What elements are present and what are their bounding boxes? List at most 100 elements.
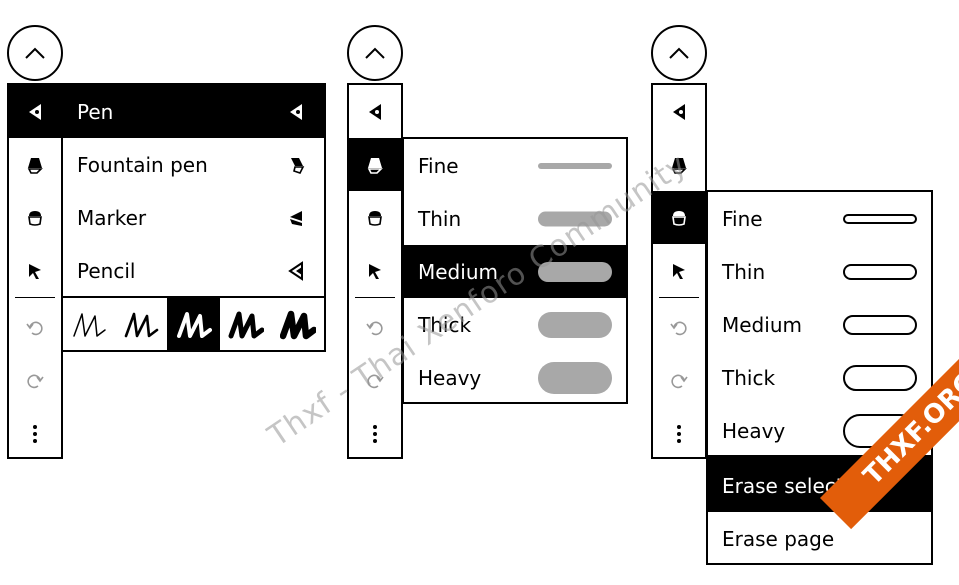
stroke-sample-2[interactable] [115,298,167,350]
redo-icon [27,374,44,388]
pen-type-marker[interactable]: Marker [63,191,324,244]
toolbar-redo-button[interactable] [653,354,705,407]
thickness-heavy[interactable]: Heavy [404,351,626,404]
pen-type-pencil[interactable]: Pencil [63,244,324,297]
thickness-label: Heavy [418,365,482,390]
toolbar-eraser-button[interactable] [9,191,61,244]
undo-icon [670,321,687,335]
highlighter-icon [27,157,43,174]
thickness-thin[interactable]: Thin [404,192,626,245]
thickness-preview [538,361,612,394]
toolbar-pen-button[interactable] [349,85,401,138]
pen-type-label: Fountain pen [77,152,208,177]
thickness-label: Medium [418,259,498,284]
pen-type-label: Marker [77,205,147,230]
marker-icon [290,210,302,226]
toolbar [7,83,63,459]
pen-type-pen[interactable]: Pen [63,85,324,138]
toolbar-undo-button[interactable] [9,301,61,354]
toolbar-lasso-button[interactable] [9,244,61,297]
thickness-thick[interactable]: Thick [404,298,626,351]
toolbar-highlighter-button[interactable] [349,138,401,191]
toolbar-more-button[interactable] [349,407,401,460]
toolbar-divider [15,297,55,298]
toolbar-redo-button[interactable] [349,354,401,407]
toolbar [651,83,707,459]
thickness-medium[interactable]: Medium [404,245,626,298]
eraser-thickness-panel: Fine Thin Medium Thick Heavy [706,190,933,457]
thickness-label: Thin [418,206,462,231]
pen-type-panel: Pen Fountain pen Marker Pencil [61,83,326,352]
undo-icon [26,321,43,335]
lasso-icon [673,263,685,279]
thickness-label: Fine [418,153,459,178]
toolbar-lasso-button[interactable] [349,244,401,297]
fountain-pen-icon [291,157,305,174]
toolbar-undo-button[interactable] [653,301,705,354]
pencil-icon [288,260,303,281]
toolbar-pen-button[interactable] [653,85,705,138]
eraser-thickness-thin[interactable]: Thin [708,245,931,298]
lasso-icon [29,263,41,279]
toolbar-eraser-button[interactable] [349,191,401,244]
highlighter-icon [367,157,383,174]
thickness-preview [843,213,917,224]
toolbar-pen-button[interactable] [9,85,61,138]
stroke-sample-1[interactable] [63,298,115,350]
pen-type-label: Pen [77,99,114,124]
more-icon [677,424,681,443]
stroke-style-row [63,296,324,350]
stroke-sample-4[interactable] [220,298,272,350]
pen-type-fountain-pen[interactable]: Fountain pen [63,138,324,191]
chevron-up-icon [25,47,45,59]
thickness-preview [843,314,917,335]
toolbar-undo-button[interactable] [349,301,401,354]
eraser-icon [672,210,686,226]
erase-page-item[interactable]: Erase page [708,512,931,565]
undo-icon [366,321,383,335]
toolbar [347,83,403,459]
toolbar-divider [355,297,395,298]
thickness-label: Heavy [722,418,786,443]
toolbar-lasso-button[interactable] [653,244,705,297]
erase-action-label: Erase page [722,526,835,551]
pen-icon [673,103,685,120]
toolbar-highlighter-button[interactable] [653,138,705,191]
thickness-preview [843,263,917,280]
eraser-thickness-medium[interactable]: Medium [708,298,931,351]
collapse-button[interactable] [7,25,63,81]
collapse-button[interactable] [651,25,707,81]
pen-icon [290,103,302,120]
thickness-preview [538,311,612,338]
more-icon [33,424,37,443]
thickness-preview [843,364,917,391]
toolbar-more-button[interactable] [9,407,61,460]
redo-icon [367,374,384,388]
redo-icon [671,374,688,388]
pen-icon [369,103,381,120]
stroke-sample-5[interactable] [272,298,324,350]
thickness-label: Fine [722,206,763,231]
toolbar-divider [659,297,699,298]
eraser-icon [368,210,382,226]
thickness-fine[interactable]: Fine [404,139,626,192]
toolbar-redo-button[interactable] [9,354,61,407]
pen-icon [29,103,41,120]
highlighter-icon [671,157,687,174]
eraser-thickness-fine[interactable]: Fine [708,192,931,245]
thickness-panel: Fine Thin Medium Thick Heavy [402,137,628,404]
stroke-sample-3[interactable] [167,298,220,350]
toolbar-eraser-button[interactable] [653,191,705,244]
thickness-preview [538,261,612,282]
thickness-label: Thick [722,365,776,390]
toolbar-more-button[interactable] [653,407,705,460]
thickness-label: Medium [722,312,802,337]
more-icon [373,424,377,443]
thickness-label: Thin [722,259,766,284]
pen-type-label: Pencil [77,258,136,283]
toolbar-highlighter-button[interactable] [9,138,61,191]
collapse-button[interactable] [347,25,403,81]
thickness-preview [538,162,612,169]
eraser-thickness-thick[interactable]: Thick [708,351,931,404]
thickness-label: Thick [418,312,472,337]
